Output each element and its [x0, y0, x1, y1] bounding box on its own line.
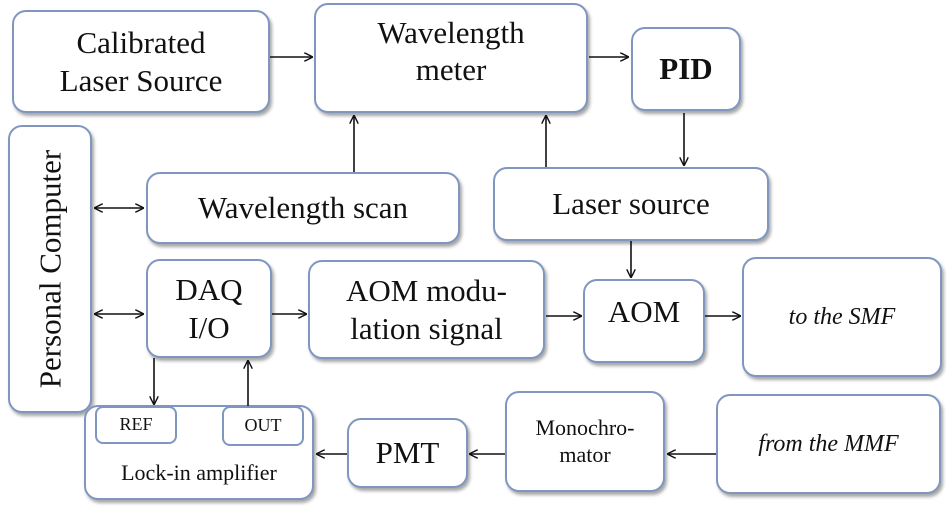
- from-mmf-block: from the MMF: [716, 394, 941, 494]
- wavelength-scan-label: Wavelength scan: [197, 190, 409, 226]
- ref-port: REF: [95, 406, 177, 444]
- calibrated-laser-source-block: Calibrated Laser Source: [12, 10, 270, 113]
- pmt-label: PMT: [375, 435, 440, 471]
- personal-computer-block: Personal Computer: [8, 125, 92, 413]
- calibrated-laser-line1: Calibrated: [76, 25, 206, 61]
- pmt-block: PMT: [347, 418, 468, 488]
- wavelength-meter-line2: meter: [415, 52, 487, 87]
- aom-modulation-line2: lation signal: [350, 310, 503, 346]
- daq-line2: I/O: [188, 309, 230, 345]
- monochromator-line2: mator: [559, 441, 611, 467]
- ref-port-label: REF: [119, 414, 153, 435]
- wavelength-meter-block: Wavelength meter: [314, 3, 588, 113]
- aom-modulation-signal-block: AOM modu- lation signal: [308, 260, 545, 359]
- to-smf-label: to the SMF: [788, 303, 896, 330]
- pid-label: PID: [659, 51, 713, 87]
- laser-source-block: Laser source: [493, 167, 769, 241]
- lockin-amplifier-label: Lock-in amplifier: [121, 459, 277, 485]
- to-smf-block: to the SMF: [742, 257, 942, 377]
- out-port-label: OUT: [244, 415, 282, 436]
- out-port: OUT: [222, 406, 304, 446]
- daq-io-block: DAQ I/O: [146, 259, 272, 358]
- aom-label: AOM: [607, 294, 681, 330]
- calibrated-laser-line2: Laser Source: [59, 62, 223, 98]
- aom-block: AOM: [583, 279, 705, 363]
- aom-modulation-line1: AOM modu-: [345, 273, 508, 309]
- monochromator-line1: Monochro-: [535, 415, 635, 441]
- wavelength-scan-block: Wavelength scan: [146, 172, 460, 244]
- pid-block: PID: [631, 27, 741, 111]
- monochromator-block: Monochro- mator: [505, 391, 665, 492]
- daq-line1: DAQ: [175, 272, 243, 308]
- from-mmf-label: from the MMF: [758, 430, 899, 457]
- laser-source-label: Laser source: [552, 186, 710, 222]
- wavelength-meter-line1: Wavelength: [377, 14, 525, 50]
